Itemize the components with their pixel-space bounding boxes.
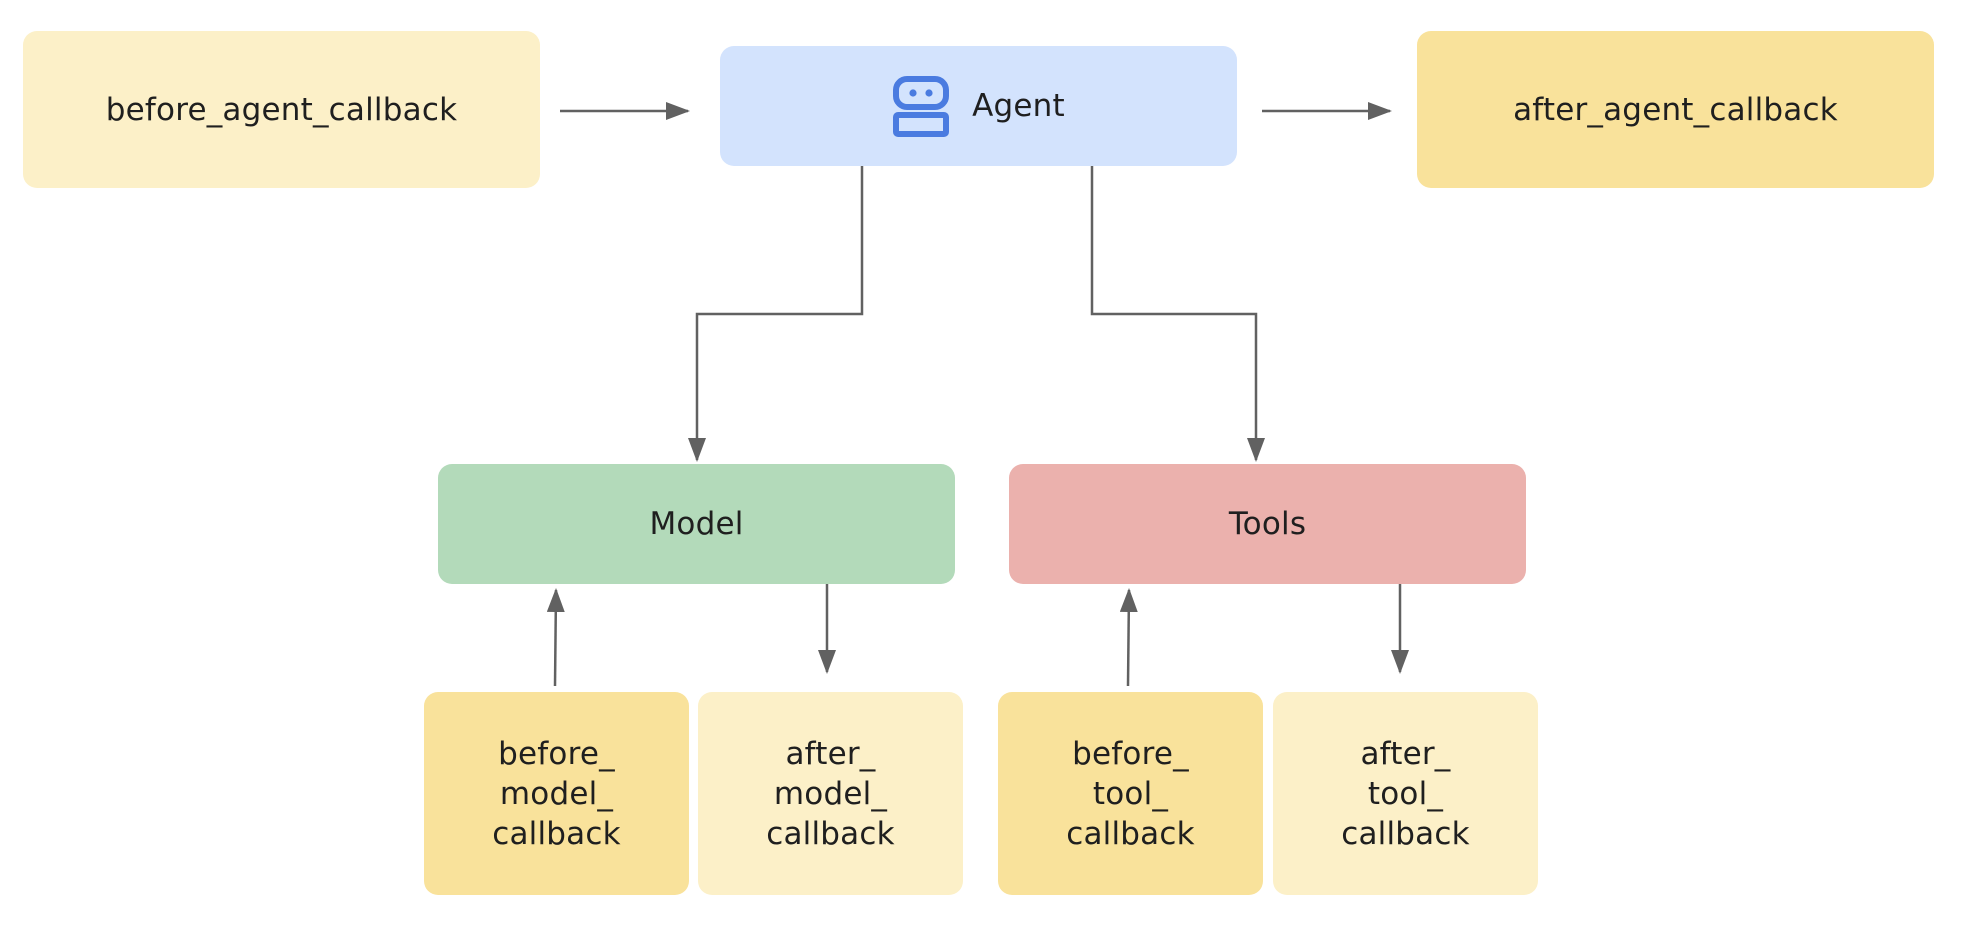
label-line: before_	[1072, 735, 1189, 772]
after-agent-callback-node: after_agent_callback	[1417, 31, 1934, 188]
label-line: after_agent_callback	[1513, 91, 1838, 128]
after-tool-callback-node: after_tool_callback	[1273, 692, 1538, 895]
label-line: tool_	[1092, 775, 1169, 812]
label-line: callback	[766, 815, 895, 852]
after-model-callback-node: after_model_callback	[698, 692, 963, 895]
label-line: callback	[1066, 815, 1195, 852]
edge-before-model-to-model	[546, 588, 565, 687]
model-node: Model	[438, 464, 955, 584]
before-agent-callback-node: before_agent_callback	[23, 31, 540, 188]
label-line: before_	[498, 735, 615, 772]
before-agent-callback-label: before_agent_callback	[106, 90, 457, 130]
before-model-callback-node: before_model_callback	[424, 692, 689, 895]
label-line: model_	[499, 775, 614, 812]
after-tool-callback-label: after_tool_callback	[1341, 734, 1470, 854]
before-tool-callback-node: before_tool_callback	[998, 692, 1263, 895]
label-line: model_	[773, 775, 888, 812]
robot-icon	[893, 76, 950, 137]
label-line: Agent	[972, 88, 1065, 124]
edge-agent-to-model	[688, 166, 864, 462]
label-line: after_	[785, 735, 876, 772]
after-model-callback-label: after_model_callback	[766, 734, 895, 854]
edge-before-tool-to-tools	[1119, 588, 1138, 687]
label-line: tool_	[1367, 775, 1444, 812]
edge-agent-to-tools	[1090, 166, 1265, 462]
tools-label: Tools	[1229, 504, 1306, 544]
before-tool-callback-label: before_tool_callback	[1066, 734, 1195, 854]
label-line: callback	[492, 815, 621, 852]
label-line: after_	[1360, 735, 1451, 772]
after-agent-callback-label: after_agent_callback	[1513, 90, 1838, 130]
label-line: Model	[649, 506, 744, 542]
model-label: Model	[649, 504, 743, 544]
label-line: callback	[1341, 815, 1470, 852]
tools-node: Tools	[1009, 464, 1526, 584]
agent-label: Agent	[972, 86, 1065, 126]
label-line: before_agent_callback	[105, 91, 458, 128]
label-line: Tools	[1228, 506, 1307, 542]
agent-node: Agent	[720, 46, 1237, 166]
before-model-callback-label: before_model_callback	[492, 734, 621, 854]
